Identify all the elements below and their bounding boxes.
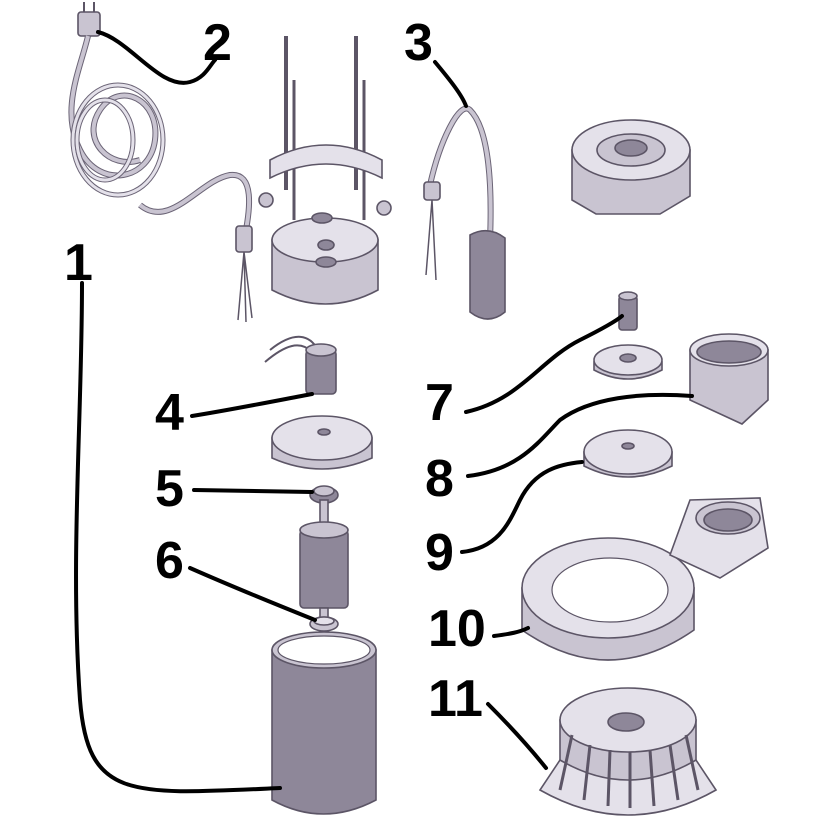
callout-5: 5 bbox=[155, 460, 184, 518]
part-motor-cover bbox=[271, 415, 373, 470]
leader-1 bbox=[74, 281, 282, 794]
leader-9 bbox=[460, 460, 584, 554]
leader-6 bbox=[188, 566, 317, 622]
leader-2 bbox=[96, 30, 217, 85]
callout-7: 7 bbox=[425, 374, 454, 432]
callout-9: 9 bbox=[425, 524, 454, 582]
callout-6: 6 bbox=[155, 532, 184, 590]
callout-4: 4 bbox=[155, 384, 184, 442]
callout-11: 11 bbox=[428, 670, 483, 728]
part-strainer-base bbox=[538, 687, 718, 816]
leader-3 bbox=[433, 60, 468, 108]
part-top-cap-assembly bbox=[258, 36, 392, 305]
part-seal-ring bbox=[309, 616, 339, 632]
leader-10 bbox=[492, 626, 530, 638]
leader-lines bbox=[74, 30, 694, 794]
callout-2: 2 bbox=[203, 14, 232, 72]
callout-8: 8 bbox=[425, 450, 454, 508]
part-mechanical-seal bbox=[593, 291, 663, 380]
part-impeller bbox=[583, 429, 673, 478]
part-pump-housing bbox=[521, 497, 769, 661]
callout-3: 3 bbox=[404, 14, 433, 72]
leader-5 bbox=[192, 488, 314, 494]
part-motor-casing bbox=[271, 631, 377, 815]
callout-numbers: 1 2 3 4 5 6 7 8 9 10 11 bbox=[64, 14, 486, 728]
part-upper-housing bbox=[571, 119, 691, 215]
part-capacitor bbox=[264, 335, 337, 395]
part-volute-cover bbox=[689, 333, 769, 425]
leader-7 bbox=[464, 314, 624, 414]
part-float-switch bbox=[423, 105, 506, 320]
leader-8 bbox=[466, 392, 694, 478]
leader-11 bbox=[486, 702, 548, 770]
part-power-cable bbox=[68, 2, 253, 323]
callout-10: 10 bbox=[428, 600, 486, 658]
callout-1: 1 bbox=[64, 234, 93, 292]
leader-4 bbox=[190, 392, 314, 418]
part-bearing bbox=[309, 485, 339, 504]
